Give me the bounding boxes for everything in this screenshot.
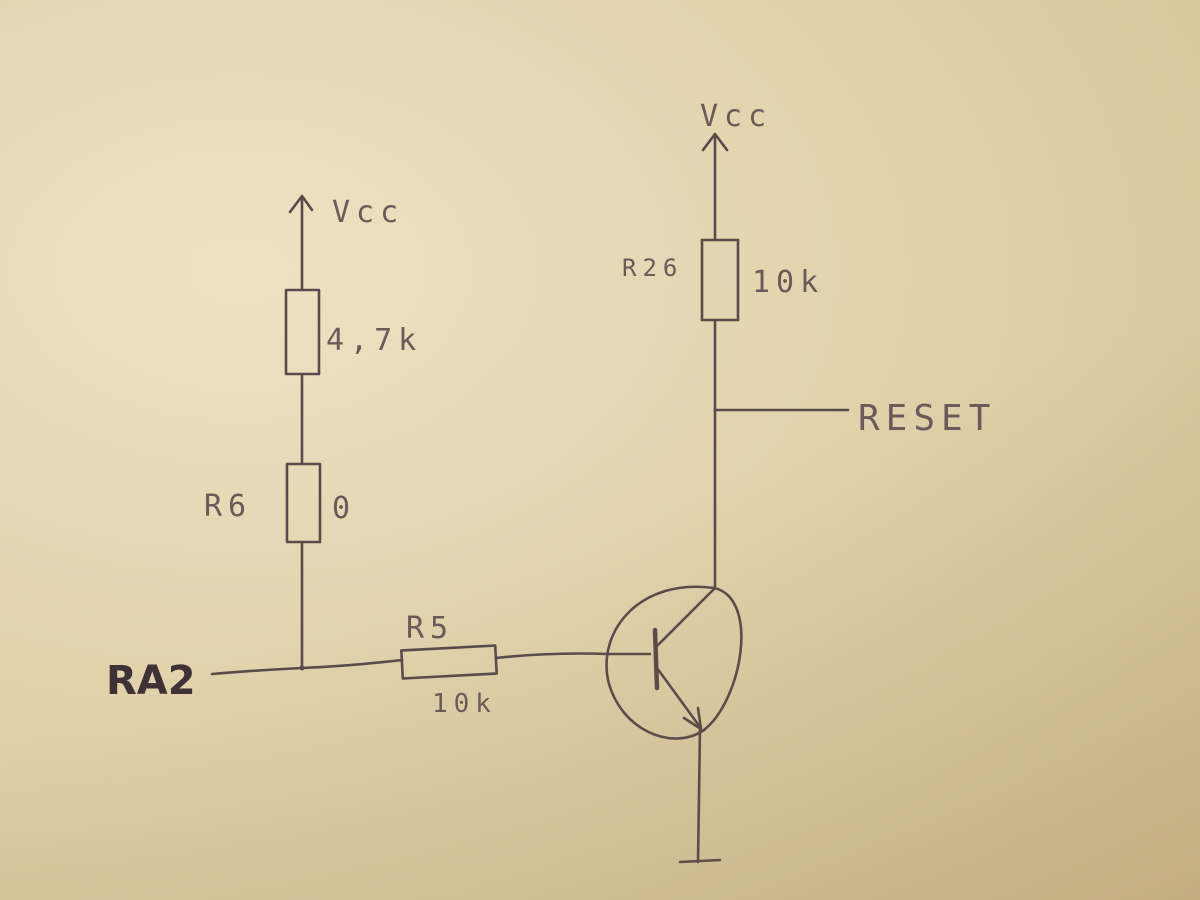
right-vcc-arrow — [701, 132, 729, 242]
wire-base — [494, 652, 652, 660]
resistor-r6-value: 0 — [332, 491, 356, 526]
resistor-r5-value: 10k — [432, 689, 497, 719]
resistor-r26-name: R26 — [622, 254, 683, 282]
resistor-r6-name: R6 — [204, 489, 252, 524]
input-net-label: RA2 — [106, 658, 196, 704]
resistor-4k7 — [284, 288, 321, 376]
left-vcc-arrow — [288, 194, 314, 292]
resistor-r6 — [285, 462, 322, 544]
reset-label: RESET — [858, 398, 996, 439]
resistor-r26 — [700, 238, 740, 322]
junction-left — [299, 665, 305, 671]
resistor-r5-name: R5 — [406, 611, 454, 646]
left-vcc-label: Vcc — [332, 195, 404, 230]
wire-emitter — [696, 727, 702, 864]
resistor-r5 — [400, 644, 498, 680]
wire-input — [210, 658, 404, 676]
resistor-r26-value: 10k — [752, 265, 824, 300]
ground-symbol — [678, 858, 722, 864]
right-vcc-label: Vcc — [700, 99, 772, 134]
resistor-4k7-value: 4,7k — [326, 323, 422, 358]
npn-transistor — [605, 585, 743, 740]
